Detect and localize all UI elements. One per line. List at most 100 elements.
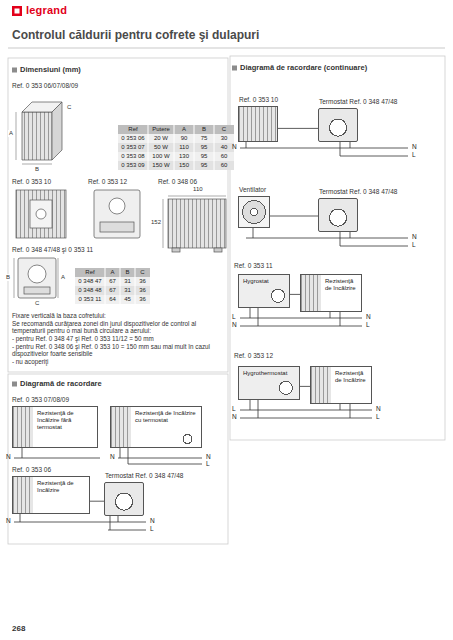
wire-label: L [150,525,154,532]
wire-label: N [232,321,237,328]
reference-label: Ref. 0 353 12 [88,178,127,185]
device-label: Rezistenţă de încălzire cu termostat [135,407,198,424]
device-heading: Ref. 0 353 10 [239,96,278,104]
table-cell: 64 [105,296,120,303]
header-rule [8,48,445,49]
heater-dimension-drawing [16,102,62,164]
wire-label: L [412,151,416,158]
wire-label: L [412,241,416,248]
fan-heater-drawing [214,248,222,252]
wiring [118,448,202,464]
note-text: - pentru Ref. 0 348 47 şi Ref. 0 353 11/… [12,335,224,343]
table-grid [75,286,150,295]
heater-dimension-drawing [52,102,62,160]
table-cell: 0 353 06 [118,135,148,142]
table-cell: 90 [174,135,194,142]
section-heading: Dimensiuni (mm) [20,66,81,75]
brand-logo: legrand [26,4,67,17]
wire-label: N [232,413,237,420]
logo-mark [15,9,20,14]
wire-label: N [376,405,381,412]
table-grid [75,295,150,304]
table-grid [118,161,234,170]
hygrothermostat-drawing [100,222,134,232]
wire-label: L [232,313,236,320]
section-panel [8,374,228,544]
fan-heater-drawing [168,196,226,197]
wiring [240,142,408,156]
table-cell: Putere [148,126,174,133]
fan-heater-drawing [163,196,226,252]
fan-heater-drawing [172,248,180,252]
device-heading: Ventilator [239,186,266,194]
thermostat-box: Termostat Ref. 0 348 47/48 [318,198,358,232]
reference-label: Ref. 0 353 11 [234,262,273,269]
section-marker [12,68,17,73]
table-cell: 36 [135,278,150,285]
wiring [14,514,146,530]
device-label: Rezistenţă de încălzire [37,477,86,494]
thermostat-drawing [28,265,46,283]
wire-label: L [376,413,380,420]
table-cell: 60 [214,153,234,160]
note-text: Fixare verticală la baza cofretului: [12,312,224,320]
wire-label: N [6,453,11,460]
thermostat-drawing [18,258,56,298]
table-grid [214,125,215,170]
table-cell: 95 [194,162,214,169]
note-text: - nu acoperiţi [12,358,224,366]
table-cell: 0 353 11 [75,296,105,303]
device-heading: Termostat Ref. 0 348 47/48 [105,472,183,480]
hygrothermostat-drawing [94,190,140,238]
heater-thermostat-box: Rezistenţă de încălzire cu termostat [110,406,202,448]
dimension-label: A [60,274,66,281]
reference-label: Ref. 0 353 06/07/08/09 [12,82,78,89]
wire-connector [270,216,318,217]
table-cell: 95 [194,144,214,151]
device-label: Hygrostat [243,275,286,285]
section-heading: Diagramă de racordare [20,380,102,389]
table-cell: B [194,126,214,133]
wire-label: L [206,460,210,467]
table-cell: 0 353 09 [118,162,148,169]
reference-label: Ref. 0 353 12 [234,352,273,359]
table-grid [118,125,234,134]
table-cell: 110 [174,144,194,151]
heater-drawing [16,190,66,238]
table-cell: 0 348 47 [75,278,105,285]
heater-dimension-drawing [22,164,52,165]
table-cell: 0 353 08 [118,153,148,160]
table-cell: A [105,269,120,276]
hygrostat-box: Hygrothermostat [238,366,300,400]
wire-label: N [206,453,211,460]
table-cell: 150 W [148,162,174,169]
wire-label: L [232,405,236,412]
wire-label: N [150,517,155,524]
wire-connector [290,294,300,295]
table-grid [75,125,234,304]
hygrostat-box: Hygrostat [238,274,290,308]
heater-box: Rezistenţă de încălzire fără termostat [12,406,98,448]
table-cell: 20 W [148,135,174,142]
table-grid [148,125,214,170]
section-panel [230,56,445,440]
thermostat-drawing [14,258,15,298]
heater-dimension-drawing [16,112,17,160]
table-cell: 30 [214,135,234,142]
header-rule [8,48,445,49]
table-grid [75,277,150,286]
dimension-label: A [8,130,14,137]
wire-label: N [232,143,237,150]
wire-label: N [6,517,11,524]
table-cell: 130 [174,153,194,160]
section-marker [232,66,237,71]
table-grid [118,152,234,161]
table-cell: 0 353 07 [118,144,148,151]
table-grid [105,268,106,304]
wire-label: L [366,321,370,328]
fan-heater-drawing [168,199,226,248]
page-title: Controlul căldurii pentru cofrete şi dul… [12,29,259,43]
table-cell: 31 [120,278,135,285]
table-grid [174,125,175,170]
page-number: 268 [12,624,25,633]
